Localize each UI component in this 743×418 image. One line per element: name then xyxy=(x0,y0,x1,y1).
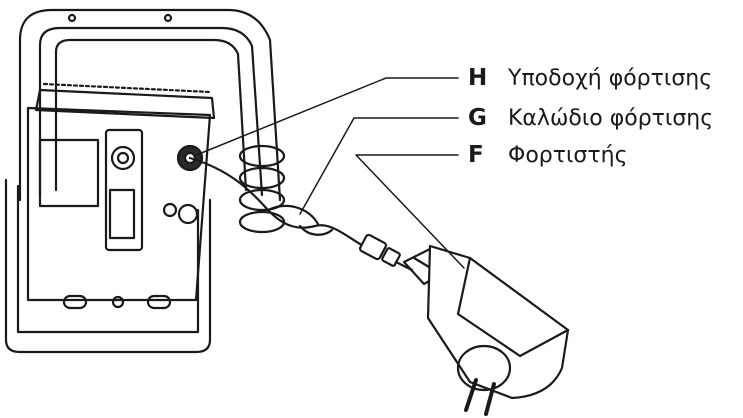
callout-g-label: Καλώδιο φόρτισης xyxy=(508,105,714,131)
callout-f: F Φορτιστής xyxy=(468,137,627,173)
stand-base xyxy=(4,178,212,354)
leader-lines xyxy=(193,77,465,269)
leader-line-h xyxy=(193,77,459,157)
leader-line-f xyxy=(355,154,465,269)
callout-g: G Καλώδιο φόρτισης xyxy=(468,100,713,136)
callout-h-label: Υποδοχή φόρτισης xyxy=(508,65,713,91)
callout-f-label: Φορτιστής xyxy=(508,142,628,168)
callout-h: H Υποδοχή φόρτισης xyxy=(468,60,712,96)
charging-cable xyxy=(188,156,414,272)
leader-line-g xyxy=(299,117,459,215)
carry-handle xyxy=(18,8,282,202)
power-button-icon xyxy=(110,145,136,171)
charger-plug xyxy=(402,244,570,416)
cable-wraps xyxy=(238,144,286,234)
callout-f-letter: F xyxy=(468,142,484,168)
callout-g-letter: G xyxy=(468,105,487,131)
work-light xyxy=(4,8,286,354)
light-housing xyxy=(26,82,216,302)
callout-h-letter: H xyxy=(468,65,488,91)
